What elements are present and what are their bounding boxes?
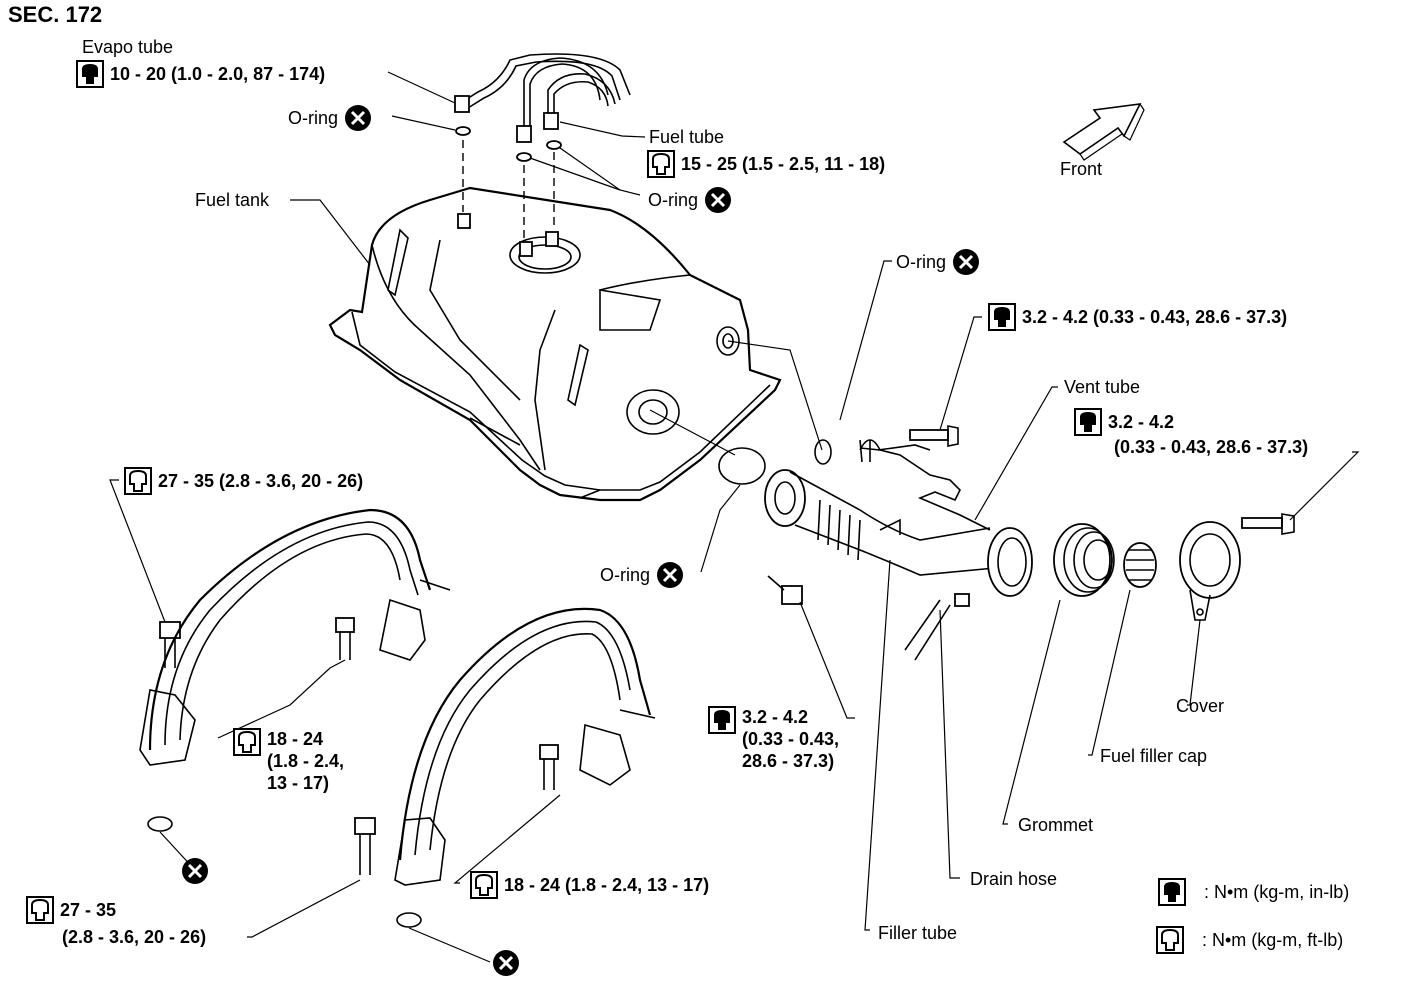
filler-bolt-torque: 3.2 - 4.2 (0.33 - 0.43, 28.6 - 37.3) <box>708 706 839 772</box>
torque-solid-icon <box>1158 878 1186 906</box>
fuel-tube-torque-value: 15 - 25 (1.5 - 2.5, 11 - 18) <box>681 154 886 174</box>
bolts <box>147 575 803 928</box>
oring-right: O-ring <box>896 248 980 276</box>
fuel-tank-body <box>328 186 782 502</box>
front-label: Front <box>1060 159 1103 179</box>
oring-mid-label: O-ring <box>600 565 651 585</box>
legend-item-solid: : N•m (kg-m, in-lb) <box>1158 878 1349 906</box>
torque-outline-icon <box>233 728 261 756</box>
torque-outline-icon <box>124 467 152 495</box>
legend-solid-text: : N•m (kg-m, in-lb) <box>1204 882 1350 902</box>
evapo-torque-spec: 10 - 20 (1.0 - 2.0, 87 - 174) <box>76 60 325 88</box>
legend-item-outline: : N•m (kg-m, ft-lb) <box>1156 926 1343 954</box>
torque-solid-icon <box>708 706 736 734</box>
grommet-cap-cover <box>859 425 1295 621</box>
bracket-torque-2: 18 - 24 (1.8 - 2.4, 13 - 17) <box>470 871 709 899</box>
vent-tube-label: Vent tube <box>1064 377 1141 397</box>
tank-straps <box>139 508 656 886</box>
fuel-tube-label: Fuel tube <box>649 127 725 147</box>
do-not-reuse-icon <box>953 249 980 275</box>
strap-torque-top-value: 27 - 35 (2.8 - 3.6, 20 - 26) <box>158 471 364 491</box>
vent-torque-value-2: (0.33 - 0.43, 28.6 - 37.3) <box>1114 437 1309 457</box>
legend-outline-text: : N•m (kg-m, ft-lb) <box>1202 930 1344 950</box>
section-title: SEC. 172 <box>8 2 103 27</box>
filler-tube-label: Filler tube <box>878 923 958 943</box>
bracket-torque-1-line2: (1.8 - 2.4, <box>267 751 345 771</box>
bracket-torque-2-value: 18 - 24 (1.8 - 2.4, 13 - 17) <box>504 875 710 895</box>
oring-top-label: O-ring <box>288 108 339 128</box>
filler-bolt-line2: (0.33 - 0.43, <box>742 729 840 749</box>
leader-lines <box>109 71 1360 963</box>
front-arrow-icon <box>1062 103 1145 161</box>
filler-bolt-line1: 3.2 - 4.2 <box>742 707 809 727</box>
strap-torque-bottom-value-2: (2.8 - 3.6, 20 - 26) <box>62 927 207 947</box>
vent-torque-spec: 3.2 - 4.2 <box>1074 408 1174 436</box>
bracket-torque-1: 18 - 24 (1.8 - 2.4, 13 - 17) <box>233 728 344 794</box>
bracket-torque-1-line1: 18 - 24 <box>267 729 324 749</box>
filler-bolt-line3: 28.6 - 37.3) <box>742 751 835 771</box>
oring-mid: O-ring <box>600 561 684 589</box>
strap-torque-bottom: 27 - 35 <box>26 896 116 924</box>
torque-solid-icon <box>76 60 104 88</box>
oring-fuel: O-ring <box>648 186 732 214</box>
oring-right-label: O-ring <box>896 252 947 272</box>
torque-outline-icon <box>1156 926 1184 954</box>
torque-outline-icon <box>26 896 54 924</box>
do-not-reuse-icon <box>705 187 732 213</box>
vent-torque-value-1: 3.2 - 4.2 <box>1108 412 1175 432</box>
strap-torque-bottom-value-1: 27 - 35 <box>60 900 117 920</box>
strap-torque-top: 27 - 35 (2.8 - 3.6, 20 - 26) <box>124 467 363 495</box>
fuel-and-evapo-tubes <box>454 53 631 257</box>
fuel-tank-label: Fuel tank <box>195 190 270 210</box>
bracket-torque-1-line3: 13 - 17) <box>267 773 330 793</box>
torque-outline-icon <box>470 871 498 899</box>
fuel-filler-cap-label: Fuel filler cap <box>1100 746 1208 766</box>
do-not-reuse-icon <box>345 105 372 131</box>
oring-fuel-label: O-ring <box>648 190 699 210</box>
cover-label: Cover <box>1176 696 1225 716</box>
bolt-torque-right: 3.2 - 4.2 (0.33 - 0.43, 28.6 - 37.3) <box>988 303 1287 331</box>
torque-solid-icon <box>988 303 1016 331</box>
bolt-torque-right-value: 3.2 - 4.2 (0.33 - 0.43, 28.6 - 37.3) <box>1022 307 1288 327</box>
fuel-tube-torque-spec: 15 - 25 (1.5 - 2.5, 11 - 18) <box>647 150 885 178</box>
evapo-torque-value: 10 - 20 (1.0 - 2.0, 87 - 174) <box>110 64 326 84</box>
torque-outline-icon <box>647 150 675 178</box>
do-not-reuse-icon <box>182 858 208 884</box>
oring-top: O-ring <box>288 104 372 132</box>
do-not-reuse-icon <box>657 562 684 588</box>
filler-tube-assembly <box>718 439 1033 661</box>
do-not-reuse-icon <box>493 950 519 976</box>
evapo-tube-label: Evapo tube <box>82 37 174 57</box>
grommet-label: Grommet <box>1018 815 1094 835</box>
drain-hose-label: Drain hose <box>970 869 1058 889</box>
torque-solid-icon <box>1074 408 1102 436</box>
